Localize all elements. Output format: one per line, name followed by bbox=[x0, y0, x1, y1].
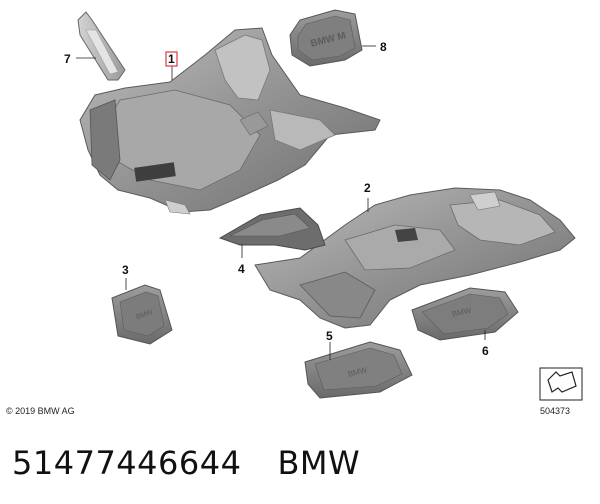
parts-diagram: BMW BMW BMW BMW M 1 bbox=[64, 9, 583, 401]
floor-mat-part-6: BMW bbox=[411, 287, 519, 341]
floor-mat-part-5: BMW bbox=[304, 341, 413, 399]
sill-strip-part-7 bbox=[77, 11, 126, 81]
floor-mat-part-8: BMW M bbox=[289, 9, 363, 67]
callout-1-highlight-box bbox=[165, 51, 178, 67]
part-number: 51477446644 bbox=[12, 444, 242, 482]
mat-logo-part-6: BMW bbox=[451, 306, 472, 319]
arrow-symbol-icon bbox=[547, 371, 577, 393]
brand-name: BMW bbox=[277, 444, 361, 482]
diagram-id: 504373 bbox=[540, 406, 571, 416]
callout-3: 3 bbox=[122, 263, 129, 277]
callout-2: 2 bbox=[364, 181, 371, 195]
callout-7: 7 bbox=[64, 52, 71, 66]
footer: 51477446644 BMW bbox=[12, 438, 360, 488]
floor-mat-part-3: BMW bbox=[111, 284, 173, 345]
front-floor-carpet bbox=[79, 27, 381, 215]
callout-4: 4 bbox=[238, 262, 245, 276]
callout-6: 6 bbox=[482, 344, 489, 358]
rear-floor-carpet bbox=[254, 187, 576, 329]
callout-1: 1 bbox=[168, 52, 175, 66]
callout-5: 5 bbox=[326, 329, 333, 343]
copyright-notice: © 2019 BMW AG bbox=[6, 406, 75, 416]
callout-8: 8 bbox=[380, 40, 387, 54]
callout-numbers: 1 2 3 4 5 6 7 8 bbox=[64, 40, 489, 358]
reference-symbol bbox=[539, 367, 583, 401]
insulation-part-4 bbox=[218, 207, 326, 251]
leader-lines bbox=[76, 45, 486, 360]
